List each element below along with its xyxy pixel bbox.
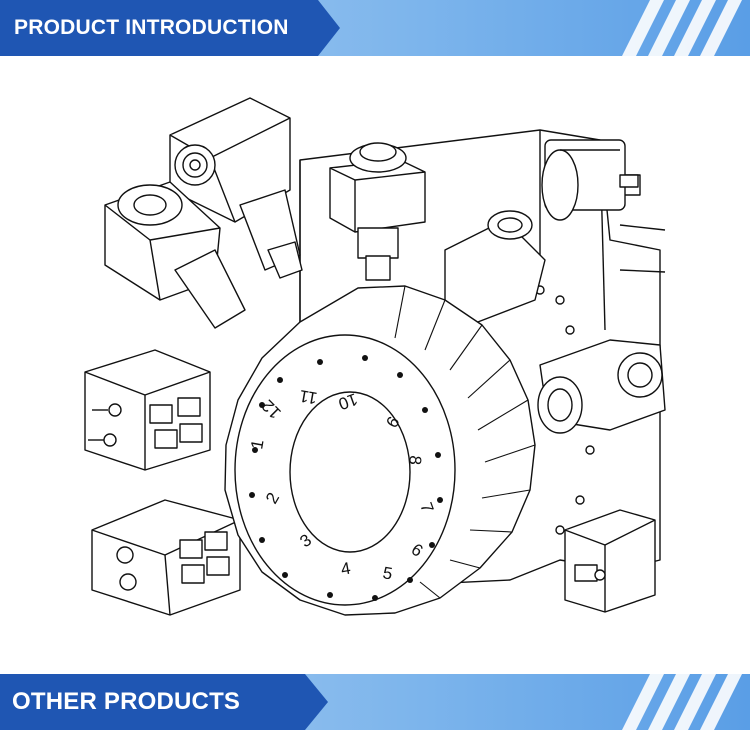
turret-disc xyxy=(224,285,536,616)
station-number: 8 xyxy=(405,455,425,466)
station-number: 4 xyxy=(339,559,352,579)
banner-shape-icon xyxy=(0,0,742,56)
tool-holder-icon xyxy=(329,142,426,281)
tool-holder-icon xyxy=(537,339,666,434)
product-illustration: 1 2 3 4 5 6 7 8 9 10 11 12 xyxy=(0,56,750,674)
block-holder-icon xyxy=(564,509,656,613)
stripe-decor-icon xyxy=(622,0,742,56)
banner-shape-icon xyxy=(0,674,742,730)
tool-holder-icon xyxy=(169,97,303,279)
tool-holder-icon xyxy=(104,181,246,329)
turret-drawing: 1 2 3 4 5 6 7 8 9 10 11 12 xyxy=(84,97,666,616)
station-number: 5 xyxy=(381,563,394,583)
page-title: PRODUCT INTRODUCTION xyxy=(14,16,289,39)
stripe-decor-icon xyxy=(622,674,742,730)
section-title: OTHER PRODUCTS xyxy=(12,688,241,715)
station-number: 11 xyxy=(298,386,319,408)
tool-holder-icon xyxy=(444,210,546,326)
block-holder-icon xyxy=(91,499,241,616)
motor-unit xyxy=(541,139,639,221)
header-banner: PRODUCT INTRODUCTION xyxy=(0,0,750,56)
footer-banner: OTHER PRODUCTS xyxy=(0,674,750,730)
block-holder-icon xyxy=(84,349,211,471)
station-number: 1 xyxy=(247,438,267,451)
